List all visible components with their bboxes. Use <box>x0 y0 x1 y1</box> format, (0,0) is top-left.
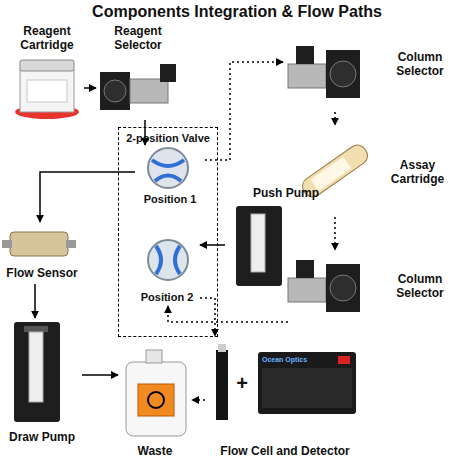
valve-channel <box>155 176 181 182</box>
node-label: Position 1 <box>135 192 205 206</box>
selector-board <box>296 260 314 278</box>
node-label: Position 2 <box>134 290 200 304</box>
node-label: Assay Cartridge <box>380 158 455 186</box>
selector-board <box>296 46 314 64</box>
selector-head <box>326 264 360 312</box>
cuvette <box>216 350 228 420</box>
draw-pump: Draw Pump <box>2 318 82 446</box>
node-label: Flow Sensor <box>2 266 82 280</box>
pump-syringe <box>251 214 265 272</box>
detector-art <box>258 352 356 414</box>
detector-light <box>338 356 350 364</box>
reagent-cartridge: Reagent Cartridge <box>10 22 84 120</box>
reagent-selector: Reagent Selector <box>96 22 180 120</box>
plus-sign: + <box>231 372 253 394</box>
draw-pump-art <box>14 322 60 422</box>
detector-box <box>258 352 356 414</box>
jar-sticker <box>27 80 67 102</box>
flow-arrow <box>205 62 283 160</box>
flow-cell-art <box>216 344 228 420</box>
selector-head <box>326 50 360 98</box>
selector-board <box>160 64 176 82</box>
push-pump: Push Pump <box>225 183 320 288</box>
valve-group-box: 2-position ValvePosition 1 Position 2 <box>118 127 218 337</box>
flow-arrow <box>192 399 205 401</box>
flow-arrow <box>200 298 215 336</box>
brand-text: Ocean Optics <box>262 355 334 364</box>
column-selector-art <box>288 260 360 312</box>
valve-art <box>148 148 188 188</box>
cuvette-top <box>218 344 226 352</box>
cartridge-sticker <box>311 157 352 191</box>
flow-arrow <box>84 87 96 89</box>
flow-arrow <box>334 112 336 125</box>
waste-jug-art <box>126 350 186 436</box>
node-label: Reagent Cartridge <box>10 24 84 52</box>
node-label: Column Selector <box>380 50 460 78</box>
valve-channel <box>175 246 180 274</box>
assay-cartridge: Assay Cartridge <box>290 125 455 217</box>
pump-syringe <box>29 332 43 402</box>
flow-cell-detector: Flow Cell and Detector <box>205 336 365 460</box>
node-label: Push Pump <box>252 186 320 200</box>
column-selector: Column Selector <box>283 36 463 112</box>
node-label: Reagent Selector <box>96 24 180 52</box>
column-selector-art <box>288 46 360 98</box>
flow-arrow <box>334 217 336 250</box>
valve-disc <box>148 148 188 188</box>
jug-body <box>126 362 186 436</box>
waste-container: Waste <box>118 342 192 462</box>
selector-ports <box>104 80 126 102</box>
flow-arrow <box>40 172 135 222</box>
column-selector: Column Selector <box>288 250 463 328</box>
node-label: Flow Cell and Detector <box>205 444 365 458</box>
valve-art <box>148 240 188 280</box>
node-label: Column Selector <box>380 272 460 300</box>
sensor-body <box>10 232 68 256</box>
selector-motor <box>130 79 168 103</box>
biohazard-symbol <box>148 392 164 408</box>
selector-motor <box>288 278 326 302</box>
valve-channel <box>156 246 161 274</box>
selector-ports <box>330 275 356 301</box>
flow-arrow <box>168 306 288 322</box>
node-label: Draw Pump <box>2 430 82 444</box>
flow-sensor: Flow Sensor <box>2 222 82 284</box>
diagram-title: Components Integration & Flow Paths <box>0 3 474 21</box>
flow-arrow <box>34 284 36 318</box>
selector-head <box>100 72 130 110</box>
flow-sensor-art <box>2 232 76 256</box>
sensor-fitting <box>66 240 76 248</box>
selector-motor <box>288 64 326 88</box>
flow-arrow <box>82 374 118 376</box>
reagent-cartridge-art <box>15 60 79 119</box>
jug-cap <box>146 350 162 363</box>
jar-body <box>20 70 74 112</box>
sensor-fitting <box>2 240 12 248</box>
valve-position: Position 2 <box>134 228 200 306</box>
reagent-selector-art <box>100 64 176 110</box>
jar-lid <box>20 60 74 71</box>
valve-disc <box>148 240 188 280</box>
pump-body <box>236 206 282 286</box>
biohazard-sticker <box>138 384 174 416</box>
pump-body <box>14 322 60 422</box>
node-label: Waste <box>118 444 192 458</box>
detector-face <box>262 368 352 408</box>
pump-clamp <box>24 326 48 332</box>
flow-arrow <box>200 244 225 246</box>
node-label: 2-position Valve <box>118 131 218 145</box>
push-pump-art <box>236 206 282 286</box>
selector-ports <box>330 61 356 87</box>
valve-position: Position 1 <box>135 145 205 207</box>
valve-channel <box>152 160 184 166</box>
